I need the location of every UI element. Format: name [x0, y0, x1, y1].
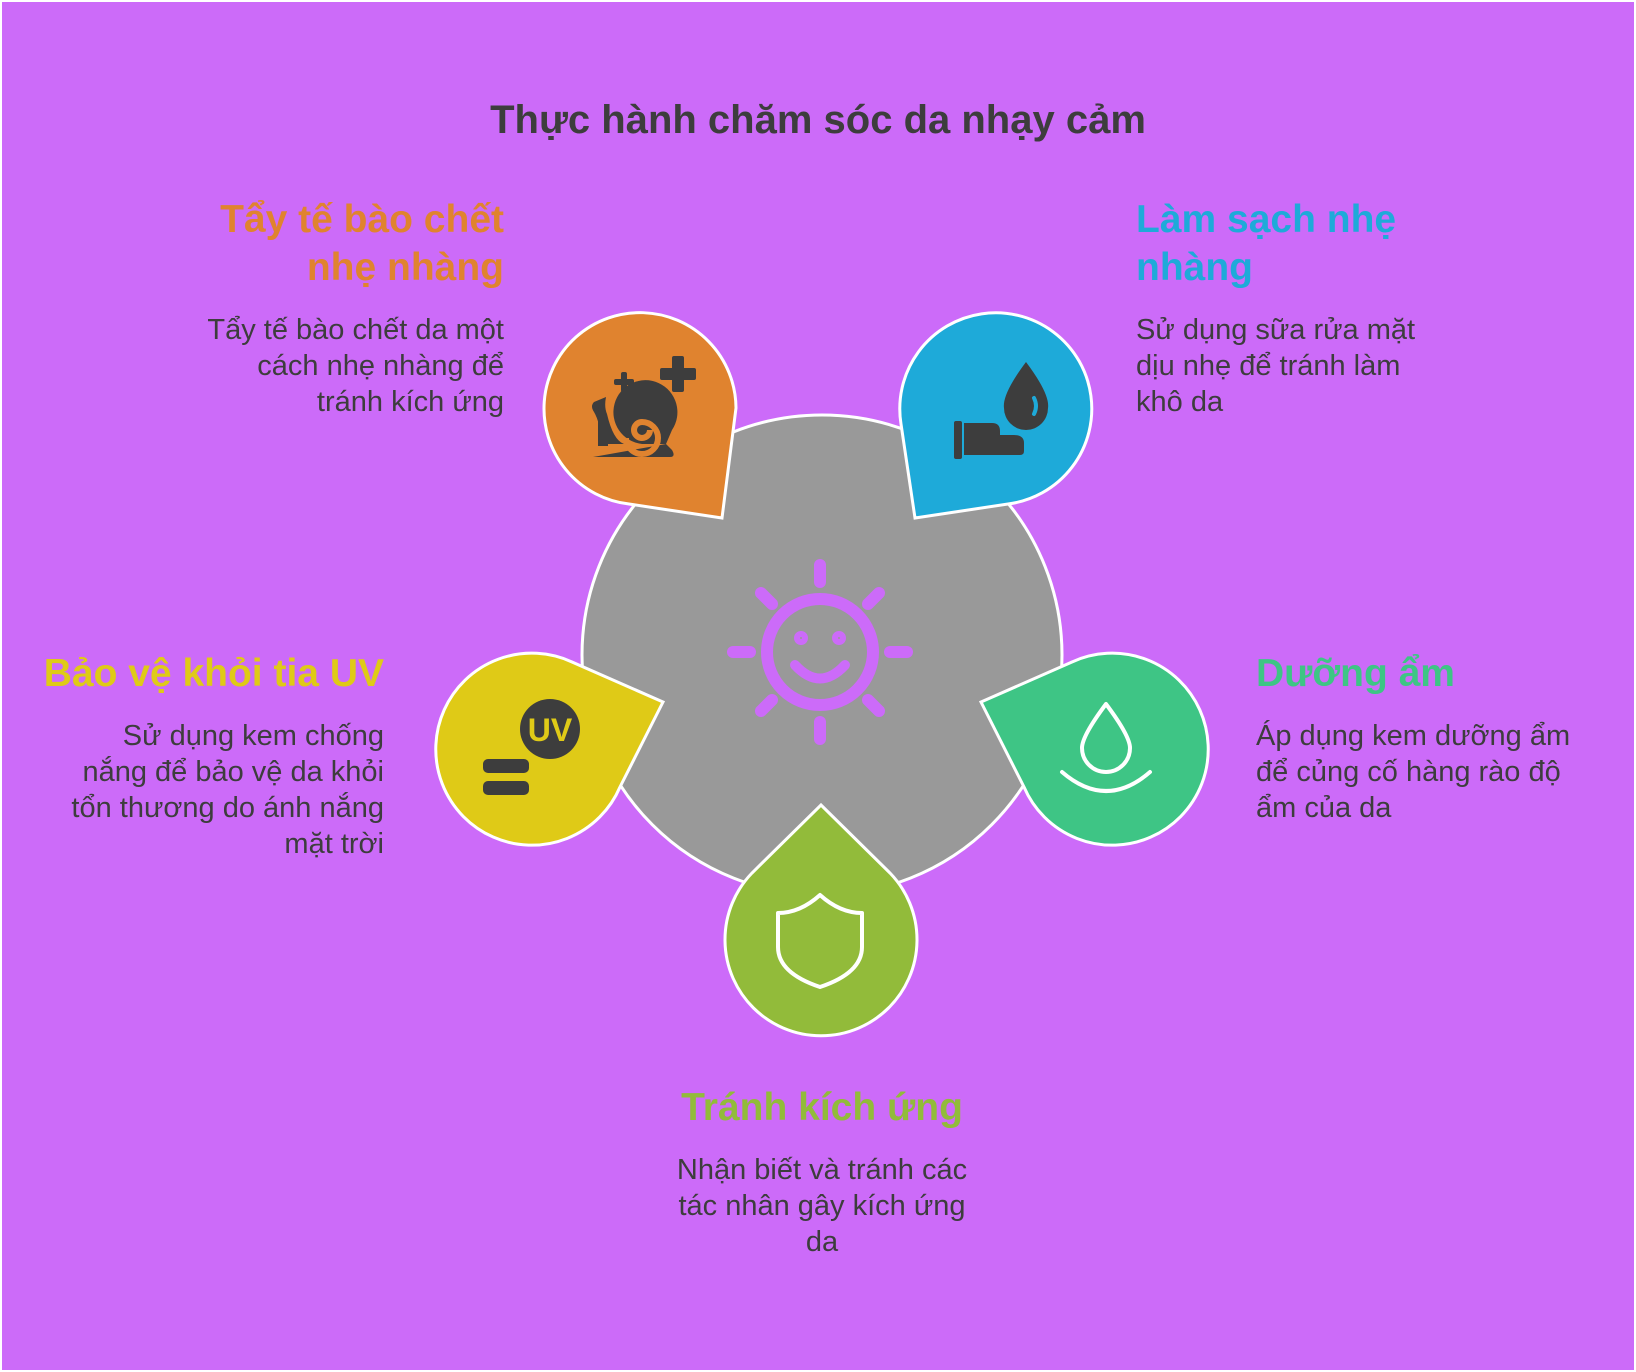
petal-exfoliate: [542, 311, 738, 520]
item-exfoliate-title: Tẩy tế bào chết nhẹ nhàng: [122, 196, 504, 292]
item-avoid-title: Tránh kích ứng: [622, 1084, 1022, 1132]
item-uv-title: Bảo vệ khỏi tia UV: [42, 650, 384, 698]
petal-uv: UV: [434, 651, 666, 847]
uv-icon-label: UV: [528, 712, 573, 748]
item-moisturize-desc-line: Áp dụng kem dưỡng ẩm: [1256, 720, 1571, 752]
item-cleanse-title-line: Làm sạch nhẹ: [1136, 198, 1397, 241]
item-exfoliate-title-line: Tẩy tế bào chết: [220, 198, 504, 241]
item-cleanse-desc-line: khô da: [1136, 386, 1224, 418]
item-avoid-desc-line: da: [805, 1226, 839, 1258]
item-moisturize-title-line: Dưỡng ẩm: [1256, 652, 1455, 695]
item-uv-desc: Sử dụng kem chống nắng để bảo vệ da khỏi…: [42, 718, 384, 862]
item-uv-desc-line: tổn thương do ánh nắng: [71, 792, 384, 824]
smiling-sun-icon: [727, 559, 913, 745]
item-exfoliate-desc-line: cách nhẹ nhàng để: [257, 350, 504, 382]
uv-index-icon: UV: [483, 699, 580, 795]
item-avoid-desc-line: Nhận biết và tránh các: [676, 1154, 968, 1186]
item-avoid-desc-line: tác nhân gây kích ứng: [678, 1190, 966, 1222]
item-cleanse-desc-line: dịu nhẹ để tránh làm: [1136, 350, 1401, 382]
item-cleanse-title: Làm sạch nhẹ nhàng: [1136, 196, 1496, 292]
item-uv-desc-line: nắng để bảo vệ da khỏi: [82, 756, 384, 788]
item-exfoliate-desc: Tẩy tế bào chết da một cách nhẹ nhàng để…: [122, 312, 504, 420]
item-moisturize-title: Dưỡng ẩm: [1256, 650, 1616, 698]
item-cleanse-title-line: nhàng: [1136, 246, 1253, 289]
petal-moisturize: [978, 651, 1210, 847]
water-drop-icon: [1060, 702, 1152, 793]
item-uv: Bảo vệ khỏi tia UV Sử dụng kem chống nắn…: [42, 650, 384, 862]
item-uv-title-line: Bảo vệ khỏi tia UV: [43, 652, 384, 695]
item-moisturize-desc-line: để củng cố hàng rào độ: [1256, 756, 1561, 788]
page-title: Thực hành chăm sóc da nhạy cảm: [490, 98, 1146, 142]
item-cleanse-desc-line: Sử dụng sữa rửa mặt: [1136, 314, 1416, 346]
item-avoid: Tránh kích ứng Nhận biết và tránh các tá…: [622, 1084, 1022, 1260]
item-exfoliate-desc-line: Tẩy tế bào chết da một: [207, 314, 504, 346]
item-exfoliate-desc-line: tránh kích ứng: [316, 386, 504, 418]
item-moisturize-desc-line: ẩm của da: [1256, 792, 1392, 824]
item-avoid-desc: Nhận biết và tránh các tác nhân gây kích…: [622, 1152, 1022, 1260]
hand-water-drop-icon: [954, 362, 1049, 459]
item-cleanse-desc: Sử dụng sữa rửa mặt dịu nhẹ để tránh làm…: [1136, 312, 1496, 420]
item-moisturize-desc: Áp dụng kem dưỡng ẩm để củng cố hàng rào…: [1256, 718, 1616, 826]
item-exfoliate: Tẩy tế bào chết nhẹ nhàng Tẩy tế bào chế…: [122, 196, 504, 420]
snail-shell-swirl: [623, 418, 661, 457]
item-avoid-title-line: Tránh kích ứng: [681, 1086, 963, 1129]
item-moisturize: Dưỡng ẩm Áp dụng kem dưỡng ẩm để củng cố…: [1256, 650, 1616, 826]
item-cleanse: Làm sạch nhẹ nhàng Sử dụng sữa rửa mặt d…: [1136, 196, 1496, 420]
item-exfoliate-title-line: nhẹ nhàng: [306, 246, 504, 289]
item-uv-desc-line: Sử dụng kem chống: [122, 720, 384, 752]
item-uv-desc-line: mặt trời: [284, 828, 384, 860]
shield-icon: [776, 893, 864, 989]
petal-avoid: [723, 802, 919, 1038]
petal-cleanse: [898, 311, 1094, 520]
